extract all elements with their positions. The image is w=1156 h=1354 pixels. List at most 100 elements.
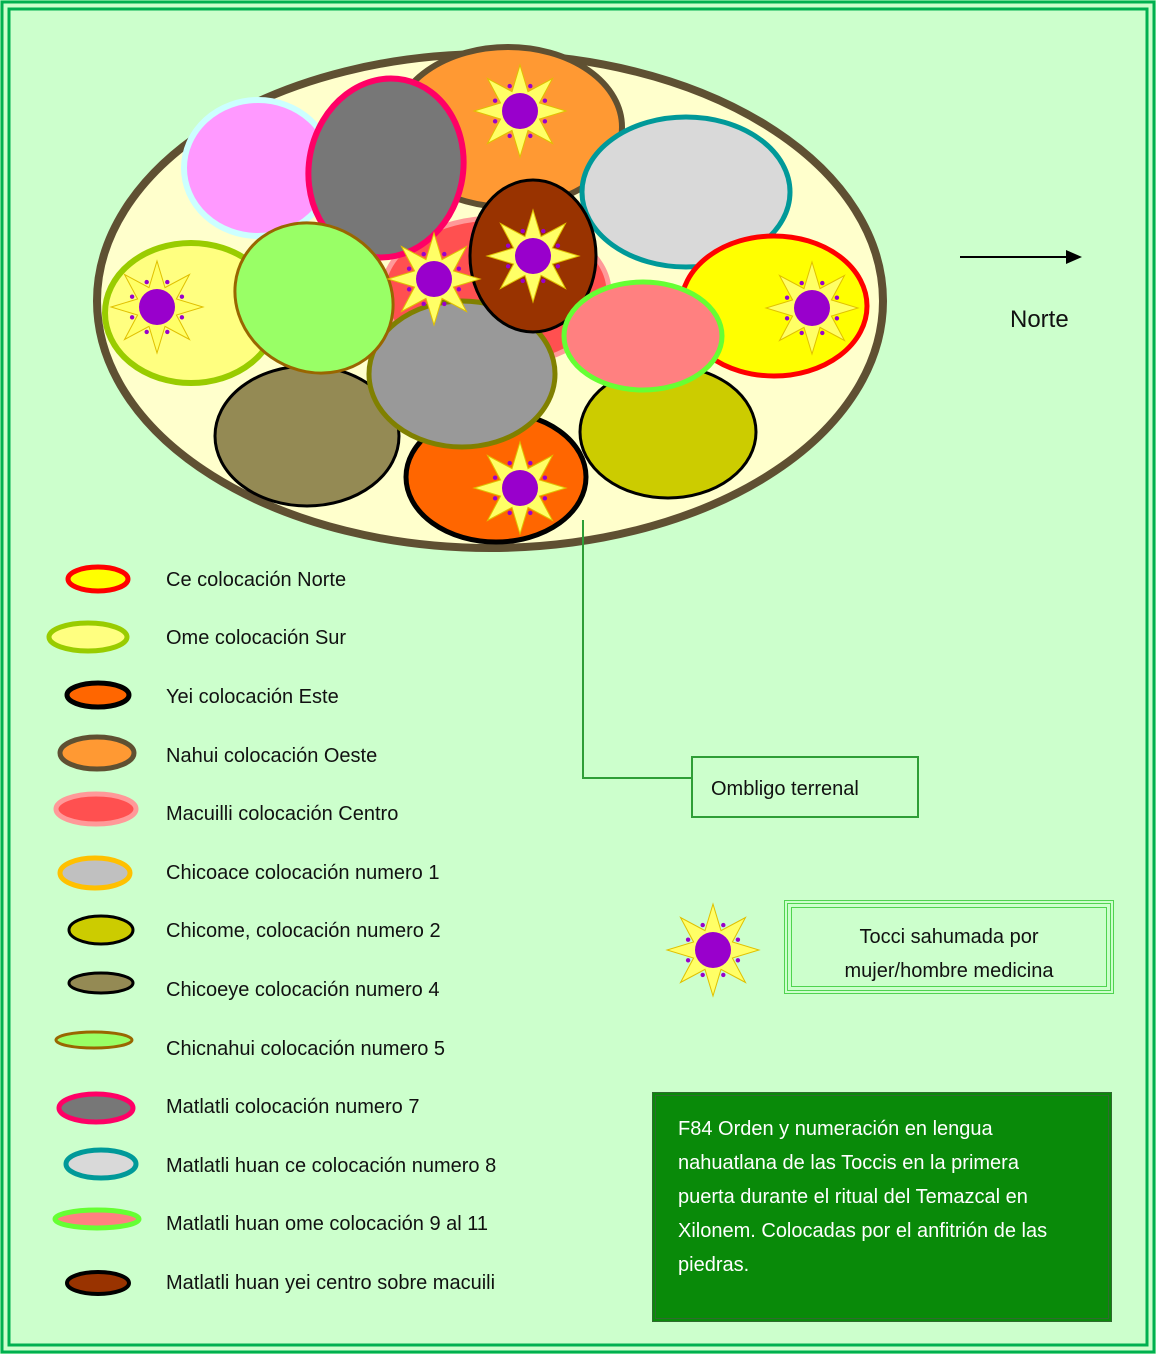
north-label: Norte — [1010, 306, 1069, 333]
sun-ray-tip — [834, 295, 840, 300]
sun-ray-tip — [685, 937, 691, 942]
sun-ray-tip — [520, 278, 525, 284]
tocci-note-line-2: mujer/hombre medicina — [844, 960, 1054, 982]
sun-ray-tip — [406, 287, 412, 292]
legend-swatch-chicome — [67, 914, 135, 946]
legend-swatch-matlatli-huan-yei — [65, 1270, 131, 1296]
sun-ray-tip — [421, 301, 426, 307]
sun-ray-tip — [165, 279, 170, 285]
sun-ray-tip — [520, 228, 525, 234]
sun-ray-tip — [492, 496, 498, 501]
legend-label-macuilli: Macuilli colocación Centro — [166, 803, 399, 825]
sun-ray-tip — [542, 119, 548, 124]
stone-matlatli-huan-ce — [579, 114, 793, 270]
legend-swatch-chicoace — [57, 855, 133, 891]
caption-line-3: puerta durante el ritual del Temazcal en — [678, 1186, 1028, 1208]
sun-ray-tip — [820, 330, 825, 336]
tocci-marker-macuilli — [386, 231, 482, 327]
legend-label-matlatli: Matlatli colocación numero 7 — [166, 1096, 420, 1118]
legend-label-matlatli-huan-ce: Matlatli huan ce colocación numero 8 — [166, 1155, 497, 1177]
sun-ray-tip — [555, 264, 561, 269]
inner-border — [7, 7, 1149, 1347]
sun-ray-tip — [784, 295, 790, 300]
sun-ray-tip — [528, 133, 533, 139]
sun-ray-tip — [421, 251, 426, 257]
stone-chicnahui — [233, 221, 395, 375]
tocci-marker-ome — [109, 259, 205, 355]
sun-ray-tip — [505, 243, 511, 248]
legend-label-yei: Yei colocación Este — [166, 686, 339, 708]
sun-ray-tip — [179, 315, 185, 320]
legend-swatch-chicnahui — [54, 1030, 134, 1050]
legend-swatch-yei — [64, 680, 132, 710]
legend-swatch-chicoeye — [67, 971, 135, 995]
sun-ray-tip — [456, 287, 462, 292]
sun-ray-tip — [541, 278, 546, 284]
sun-ray-tip — [492, 119, 498, 124]
legend-label-chicoeye: Chicoeye colocación numero 4 — [166, 979, 440, 1001]
ombligo-label: Ombligo terrenal — [711, 778, 859, 800]
sun-ray-tip — [507, 510, 512, 516]
sun-center-icon — [794, 290, 830, 326]
sun-ray-tip — [507, 83, 512, 89]
sun-ray-tip — [799, 330, 804, 336]
legend-label-ome: Ome colocación Sur — [166, 627, 347, 649]
ombligo-label-box: Ombligo terrenal — [691, 756, 919, 818]
legend-label-matlatli-huan-ome: Matlatli huan ome colocación 9 al 11 — [166, 1213, 489, 1235]
sun-ray-tip — [834, 316, 840, 321]
tocci-legend-icon — [665, 902, 761, 998]
sun-ray-tip — [528, 83, 533, 89]
caption-line-5: piedras. — [678, 1254, 750, 1276]
sun-ray-tip — [507, 133, 512, 139]
sun-ray-tip — [179, 294, 185, 299]
sun-ray-tip — [165, 329, 170, 335]
sun-ray-tip — [442, 251, 447, 257]
sun-ray-tip — [735, 958, 741, 963]
sun-ray-tip — [784, 316, 790, 321]
sun-ray-tip — [721, 972, 726, 978]
caption-line-4: Xilonem. Colocadas por el anfitrión de l… — [678, 1220, 1048, 1242]
sun-ray-tip — [507, 460, 512, 466]
caption-line-2: nahuatlana de las Toccis en la primera — [678, 1152, 1019, 1174]
legend-swatch-ce — [65, 564, 131, 594]
sun-ray-tip — [442, 301, 447, 307]
sun-ray-tip — [528, 510, 533, 516]
sun-ray-tip — [456, 266, 462, 271]
sun-ray-tip — [542, 475, 548, 480]
legend-swatch-ome — [46, 620, 130, 654]
sun-ray-tip — [144, 329, 149, 335]
sun-ray-tip — [542, 496, 548, 501]
sun-ray-tip — [528, 460, 533, 466]
sun-ray-tip — [685, 958, 691, 963]
sun-ray-tip — [700, 922, 705, 928]
sun-center-icon — [515, 238, 551, 274]
sun-center-icon — [416, 261, 452, 297]
figure-caption-box: F84 Orden y numeración en lengua nahuatl… — [652, 1092, 1112, 1322]
sun-ray-tip — [799, 280, 804, 286]
legend-swatch-matlatli — [56, 1091, 136, 1125]
legend-label-chicoace: Chicoace colocación numero 1 — [166, 862, 440, 884]
legend-swatch-nahui — [57, 734, 137, 772]
sun-ray-tip — [505, 264, 511, 269]
caption-line-1: F84 Orden y numeración en lengua — [678, 1118, 993, 1140]
sun-ray-tip — [492, 98, 498, 103]
tocci-marker-yei — [472, 440, 568, 536]
sun-ray-tip — [129, 294, 135, 299]
tocci-marker-matlatli-huan-yei — [485, 208, 581, 304]
sun-ray-tip — [492, 475, 498, 480]
sun-ray-tip — [129, 315, 135, 320]
legend-swatch-matlatli-huan-ce — [63, 1147, 139, 1181]
sun-markers — [109, 63, 860, 998]
tocci-note-line-1: Tocci sahumada por — [859, 926, 1039, 948]
ombligo-connector — [582, 520, 691, 779]
sun-center-icon — [695, 932, 731, 968]
legend-label-chicome: Chicome, colocación numero 2 — [166, 920, 441, 942]
legend-swatch-matlatli-huan-ome — [52, 1207, 142, 1231]
sun-ray-tip — [700, 972, 705, 978]
stone-matlatli-huan-ome — [561, 279, 725, 393]
sun-ray-tip — [735, 937, 741, 942]
sun-ray-tip — [721, 922, 726, 928]
sun-ray-tip — [820, 280, 825, 286]
